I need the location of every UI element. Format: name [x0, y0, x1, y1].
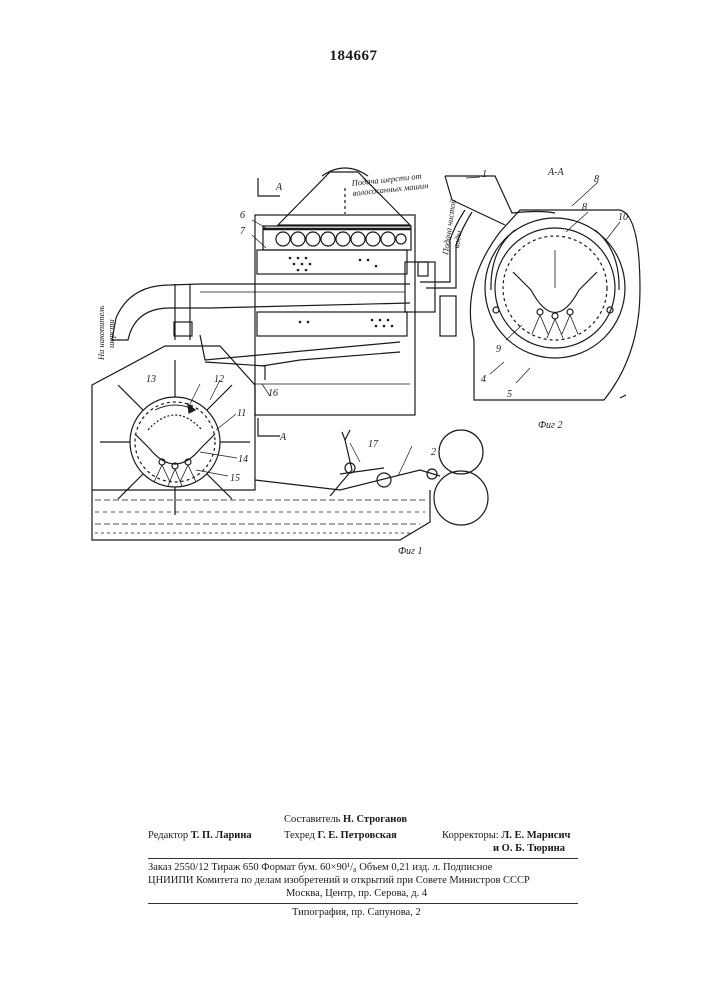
part-16: 16 [268, 388, 278, 399]
part-5: 5 [507, 389, 512, 400]
part-12: 12 [214, 374, 224, 385]
part-8: 8 [594, 174, 599, 185]
figure-2-caption: Фиг 2 [538, 420, 562, 431]
casing [470, 210, 640, 400]
figure-1-caption: Фиг 1 [398, 546, 422, 557]
techred-line: Техред Г. Е. Петровская [284, 830, 397, 841]
conveyor-rollers [276, 232, 406, 246]
part-14: 14 [238, 454, 248, 465]
compiler-line: Составитель Н. Строганов [284, 814, 407, 825]
part-11: 11 [237, 408, 246, 419]
part-8-inner: 8 [582, 202, 587, 213]
divider-top [148, 858, 578, 859]
part-15: 15 [230, 473, 240, 484]
rake-arm [330, 432, 352, 496]
editor-line: Редактор Т. П. Ларина [148, 830, 252, 841]
part-17: 17 [368, 439, 379, 450]
corrector-2: и О. Б. Тюрина [493, 843, 565, 854]
wool-feed-annotation: Подача шерсти от волососанных машин [350, 170, 429, 198]
part-10: 10 [618, 212, 628, 223]
section-label-bottom: А [279, 432, 287, 443]
inlet-flange [405, 262, 435, 312]
part-9: 9 [496, 344, 501, 355]
section-label-top: А [275, 182, 283, 193]
publisher-line: ЦНИИПИ Комитета по делам изобретений и о… [148, 875, 530, 886]
part-2: 2 [431, 447, 436, 458]
printer-line: Типография, пр. Сапунова, 2 [292, 907, 421, 918]
upper-squeeze-roller [439, 430, 483, 474]
feed-chute [445, 176, 555, 213]
part-4: 4 [481, 374, 486, 385]
drum-blades [100, 360, 250, 515]
section-title: А-А [547, 167, 564, 178]
wash-tank [92, 490, 430, 540]
section-marker-bottom [258, 418, 280, 436]
part-13: 13 [146, 374, 156, 385]
accumulator-annotation: На накопитель шерсти [96, 303, 116, 361]
order-line: Заказ 2550/12 Тираж 650 Формат бум. 60×9… [148, 862, 492, 873]
correctors-line: Корректоры: Л. Е. Марисич [442, 830, 570, 841]
divider-bottom [148, 903, 578, 904]
lower-squeeze-roller [434, 471, 488, 525]
address-line: Москва, Центр, пр. Серова, д. 4 [286, 888, 427, 899]
part-1: 1 [482, 169, 487, 180]
part-6: 6 [240, 210, 245, 221]
part-7: 7 [240, 226, 246, 237]
